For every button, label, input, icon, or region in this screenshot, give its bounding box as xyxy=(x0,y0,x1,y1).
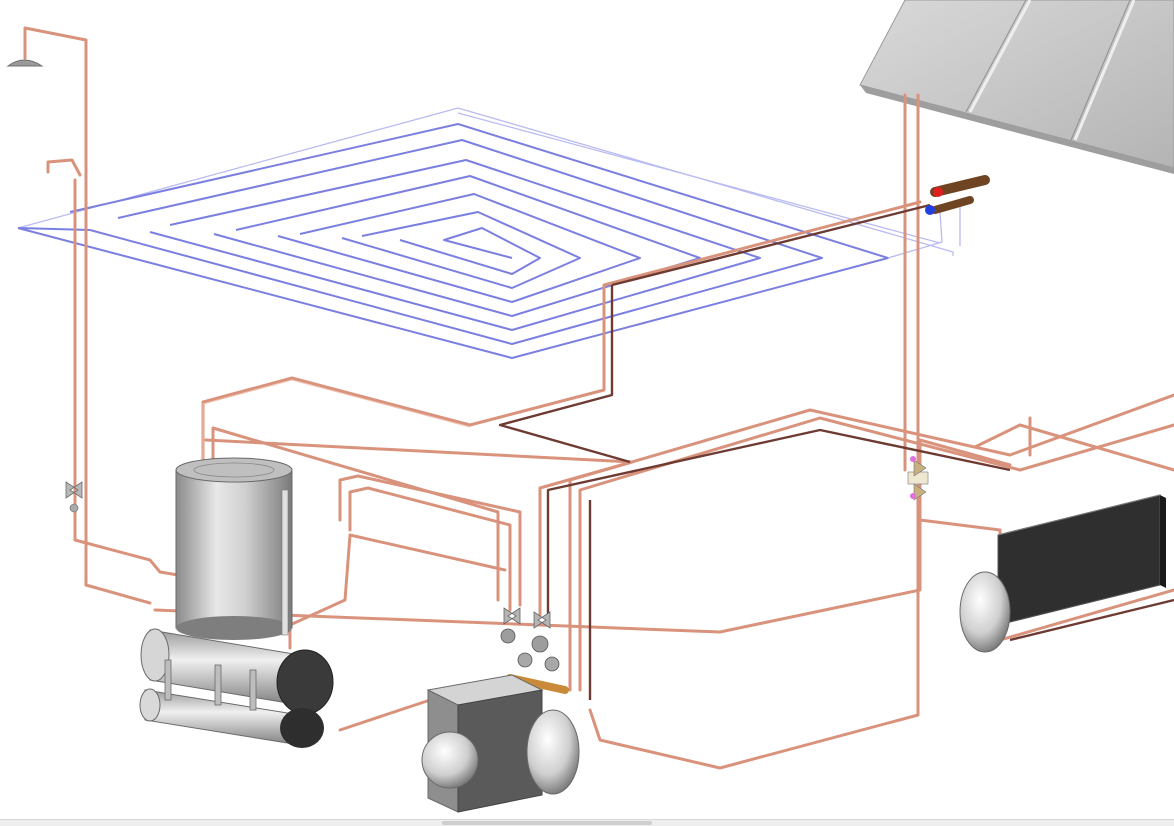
scrollbar-thumb[interactable] xyxy=(442,821,652,825)
heat-generator-icon[interactable] xyxy=(421,674,544,813)
boiler-icon[interactable] xyxy=(139,628,334,748)
sensor-icon xyxy=(910,493,916,499)
radiator-icon[interactable] xyxy=(997,494,1166,626)
valve-icon[interactable] xyxy=(907,456,929,501)
circulation-pump-icon[interactable] xyxy=(517,652,560,672)
hot-marker-icon xyxy=(933,187,943,197)
storage-tank-icon[interactable] xyxy=(175,457,293,640)
horizontal-scrollbar[interactable] xyxy=(0,819,1174,826)
underfloor-heating-coil-icon[interactable] xyxy=(17,107,961,359)
cold-water-pipe xyxy=(73,178,180,577)
valve-icon[interactable] xyxy=(531,611,551,653)
valve-icon[interactable] xyxy=(500,607,521,644)
expansion-vessel-icon[interactable] xyxy=(959,571,1011,653)
pipe-network xyxy=(153,93,1174,770)
shower-supply-pipe xyxy=(84,583,152,605)
sensor-icon xyxy=(910,456,916,462)
cold-marker-icon xyxy=(925,205,935,215)
circulation-pump-icon[interactable] xyxy=(421,731,479,789)
solar-collector-icon[interactable] xyxy=(859,0,1174,174)
shower-head-icon[interactable] xyxy=(6,26,88,587)
collector-connection-pipes[interactable] xyxy=(925,175,990,215)
expansion-vessel-icon[interactable] xyxy=(526,709,580,795)
valve-icon[interactable] xyxy=(65,481,83,513)
